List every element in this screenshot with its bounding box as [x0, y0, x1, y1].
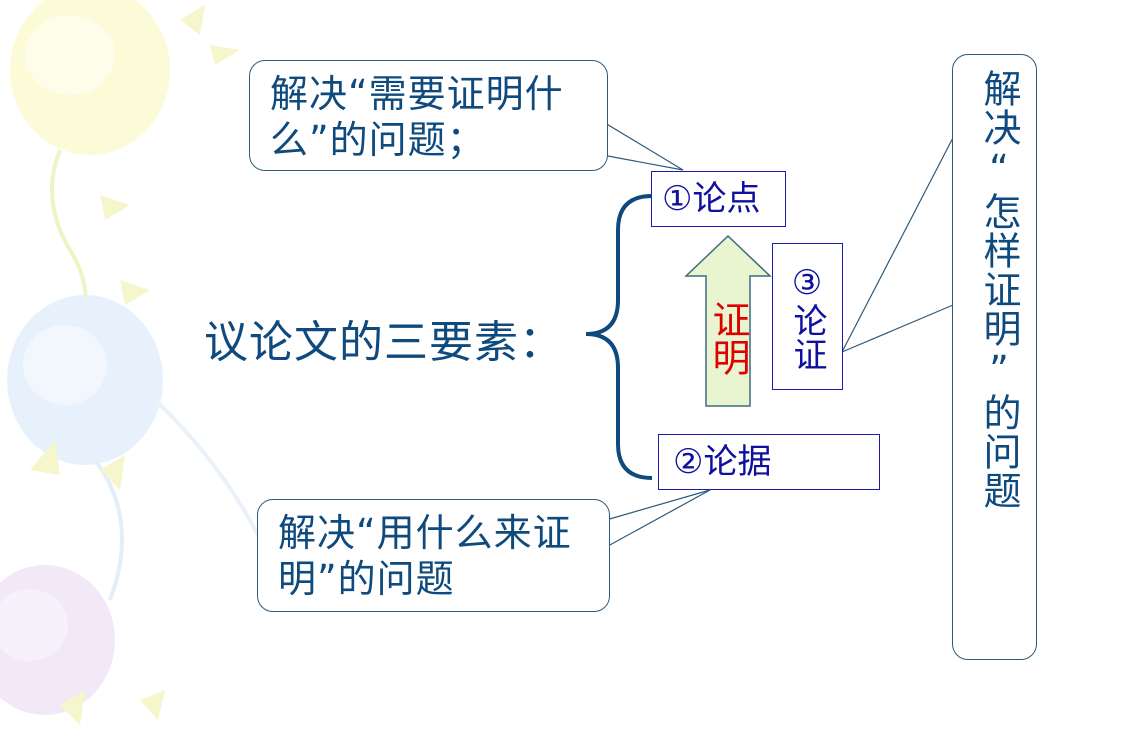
sparkle-icons: [30, 5, 240, 725]
argumentation-callout-text: 解决“怎样证明”的问题: [977, 69, 1021, 510]
diagram-title: 议论文的三要素：: [204, 317, 564, 368]
thesis-callout-text: 解决“需要证明什么”的问题；: [270, 72, 564, 162]
argumentation-label: ③论证: [787, 262, 827, 371]
thesis-box: ①论点: [651, 171, 786, 227]
arrow-label: 证明: [706, 300, 750, 376]
evidence-box: ②论据: [658, 434, 880, 490]
argumentation-box: ③论证: [772, 243, 843, 390]
thesis-label: ①论点: [662, 179, 761, 219]
evidence-callout: 解决“用什么来证明”的问题: [257, 499, 610, 612]
blue-balloon-icon: [7, 295, 163, 601]
evidence-label: ②论据: [673, 442, 772, 482]
argumentation-callout: 解决“怎样证明”的问题: [952, 54, 1037, 660]
yellow-balloon-icon: [10, 0, 170, 331]
evidence-callout-text: 解决“用什么来证明”的问题: [278, 511, 572, 601]
thesis-callout: 解决“需要证明什么”的问题；: [249, 60, 608, 171]
purple-balloon-icon: [0, 565, 115, 715]
